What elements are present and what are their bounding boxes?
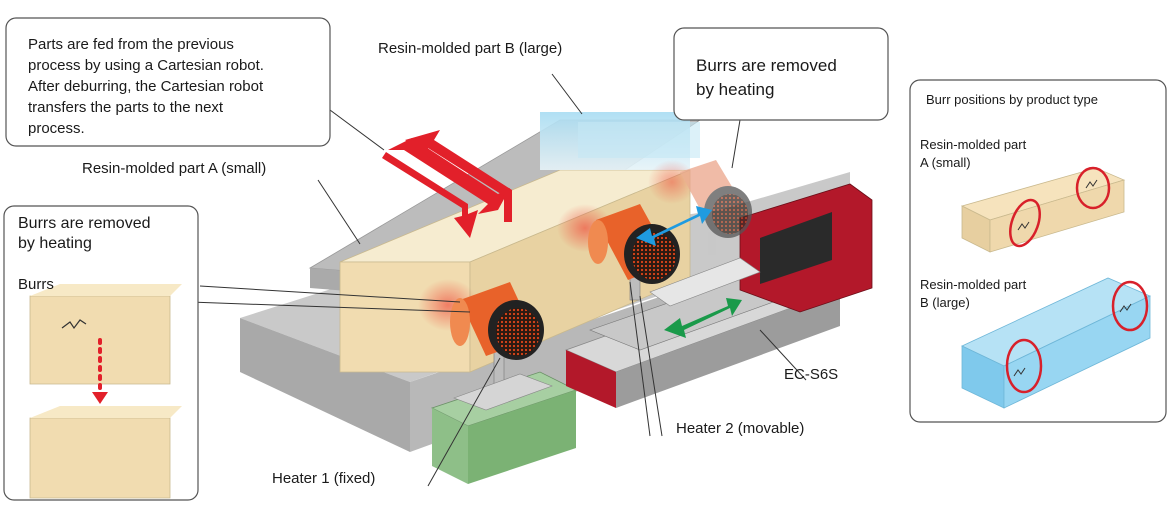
feed-line-5: process. <box>28 120 85 137</box>
leader-lines <box>189 73 807 487</box>
burr-panel-part-b-label: Resin-molded part B (large) <box>920 276 1026 312</box>
feed-line-3: After deburring, the Cartesian robot <box>28 78 264 95</box>
heater2 <box>557 204 680 301</box>
burr-removal-callout-box <box>3 205 199 501</box>
heater1 <box>418 279 553 411</box>
feed-line-2: process by using a Cartesian robot. <box>28 57 264 74</box>
heating-left-line-2: by heating <box>18 235 92 252</box>
burr-panel-part-a-line-1: Resin-molded part <box>920 137 1027 152</box>
burr-panel-part-a-line-2: A (small) <box>920 155 971 170</box>
resin-part-b-block <box>540 112 700 170</box>
actuator-ec-s6s <box>564 183 873 408</box>
burr-panel-part-b-line-2: B (large) <box>920 295 970 310</box>
label-heater1: Heater 1 (fixed) <box>272 470 376 487</box>
feed-callout-bubble <box>5 17 331 147</box>
burr-panel-part-b-line-1: Resin-molded part <box>920 277 1027 292</box>
burr-positions-panel <box>909 79 1167 423</box>
heating-top-line-2: by heating <box>696 80 775 99</box>
heating-top-callout-text: Burrs are removed by heating <box>696 54 837 102</box>
label-burrs: Burrs <box>18 276 54 293</box>
actuator-move-arrow <box>664 298 742 338</box>
heating-left-callout-text: Burrs are removed by heating <box>18 214 151 254</box>
heating-callout-bubble <box>673 27 889 121</box>
burr-panel-part-a-label: Resin-molded part A (small) <box>920 136 1026 172</box>
label-actuator: EC-S6S <box>784 366 839 383</box>
feed-callout-text: Parts are fed from the previous process … <box>28 34 264 139</box>
label-part-b: Resin-molded part B (large) <box>378 40 563 57</box>
label-part-a: Resin-molded part A (small) <box>82 160 267 177</box>
burr-panel-title: Burr positions by product type <box>926 92 1098 107</box>
heating-left-line-1: Burrs are removed <box>18 215 151 232</box>
feed-arrows <box>382 130 512 238</box>
heater2-ghost <box>648 160 752 262</box>
feed-line-1: Parts are fed from the previous <box>28 36 234 53</box>
heater2-move-arrow <box>636 206 712 246</box>
label-heater2: Heater 2 (movable) <box>676 420 805 437</box>
heating-top-line-1: Burrs are removed <box>696 56 837 75</box>
feed-line-4: transfers the parts to the next <box>28 99 224 116</box>
